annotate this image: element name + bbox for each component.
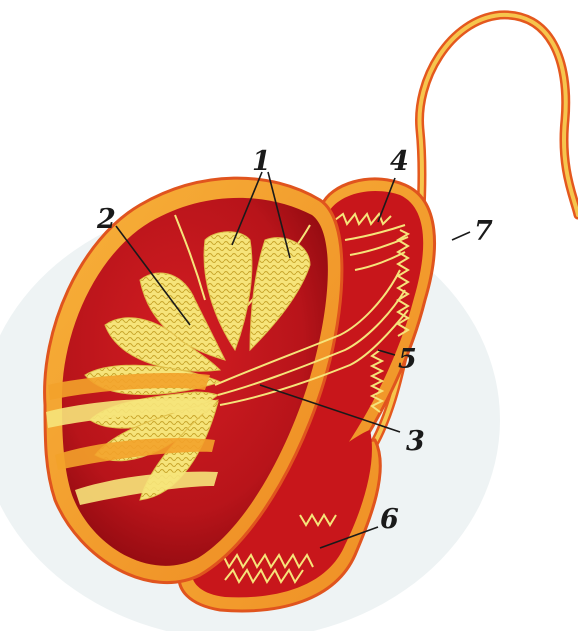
- label-5: 5: [398, 344, 417, 375]
- label-3: 3: [406, 426, 425, 457]
- label-7: 7: [474, 216, 493, 247]
- label-4: 4: [390, 146, 409, 177]
- label-1: 1: [252, 146, 271, 177]
- label-6: 6: [380, 504, 399, 535]
- label-2: 2: [96, 204, 116, 235]
